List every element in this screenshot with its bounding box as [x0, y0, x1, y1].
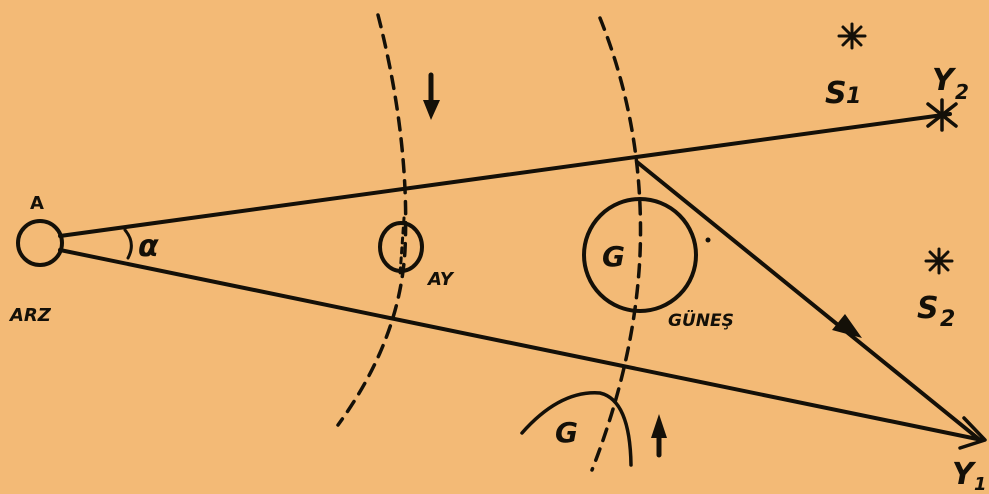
light-path-arrow-icon	[832, 314, 862, 338]
light-path-line	[635, 160, 982, 442]
star-2-subscript: 2	[940, 307, 955, 332]
sun-circle	[582, 197, 698, 313]
moon-orbit-path	[336, 13, 408, 427]
star-2-label: S	[917, 291, 939, 326]
s1-star-icon	[837, 22, 867, 50]
shifted-sun-arc	[520, 391, 633, 467]
shifted-sun-letter-label: G	[555, 416, 578, 449]
earth-circle	[16, 219, 64, 267]
s2-star-icon	[924, 247, 954, 275]
y1-label: Y	[952, 457, 977, 492]
y2-subscript: 2	[955, 80, 969, 104]
sun-direction-arrow-icon	[651, 414, 667, 438]
sight-line-lower	[58, 248, 984, 442]
sun-orbit-path	[590, 16, 643, 472]
star-1-label: S	[825, 76, 847, 111]
moon-name-label: AY	[426, 269, 455, 290]
sun-name-label: GÜNEŞ	[668, 309, 734, 331]
earth-name-label: ARZ	[8, 305, 52, 326]
angle-arc	[123, 228, 133, 260]
earth-point-label: A	[30, 193, 44, 214]
angle-label: α	[138, 229, 159, 264]
star-1-subscript: 1	[846, 84, 861, 109]
y2-label: Y	[932, 63, 957, 98]
y2-star-icon	[926, 98, 958, 132]
sun-letter-label: G	[602, 240, 625, 273]
sight-line-upper	[58, 112, 952, 238]
moon-direction-arrow-icon	[423, 100, 440, 120]
y1-point-mark	[958, 416, 987, 450]
sun-center-dot	[705, 237, 711, 243]
moon-orbit-through-moon	[398, 216, 406, 277]
y1-subscript: 1	[974, 474, 987, 494]
